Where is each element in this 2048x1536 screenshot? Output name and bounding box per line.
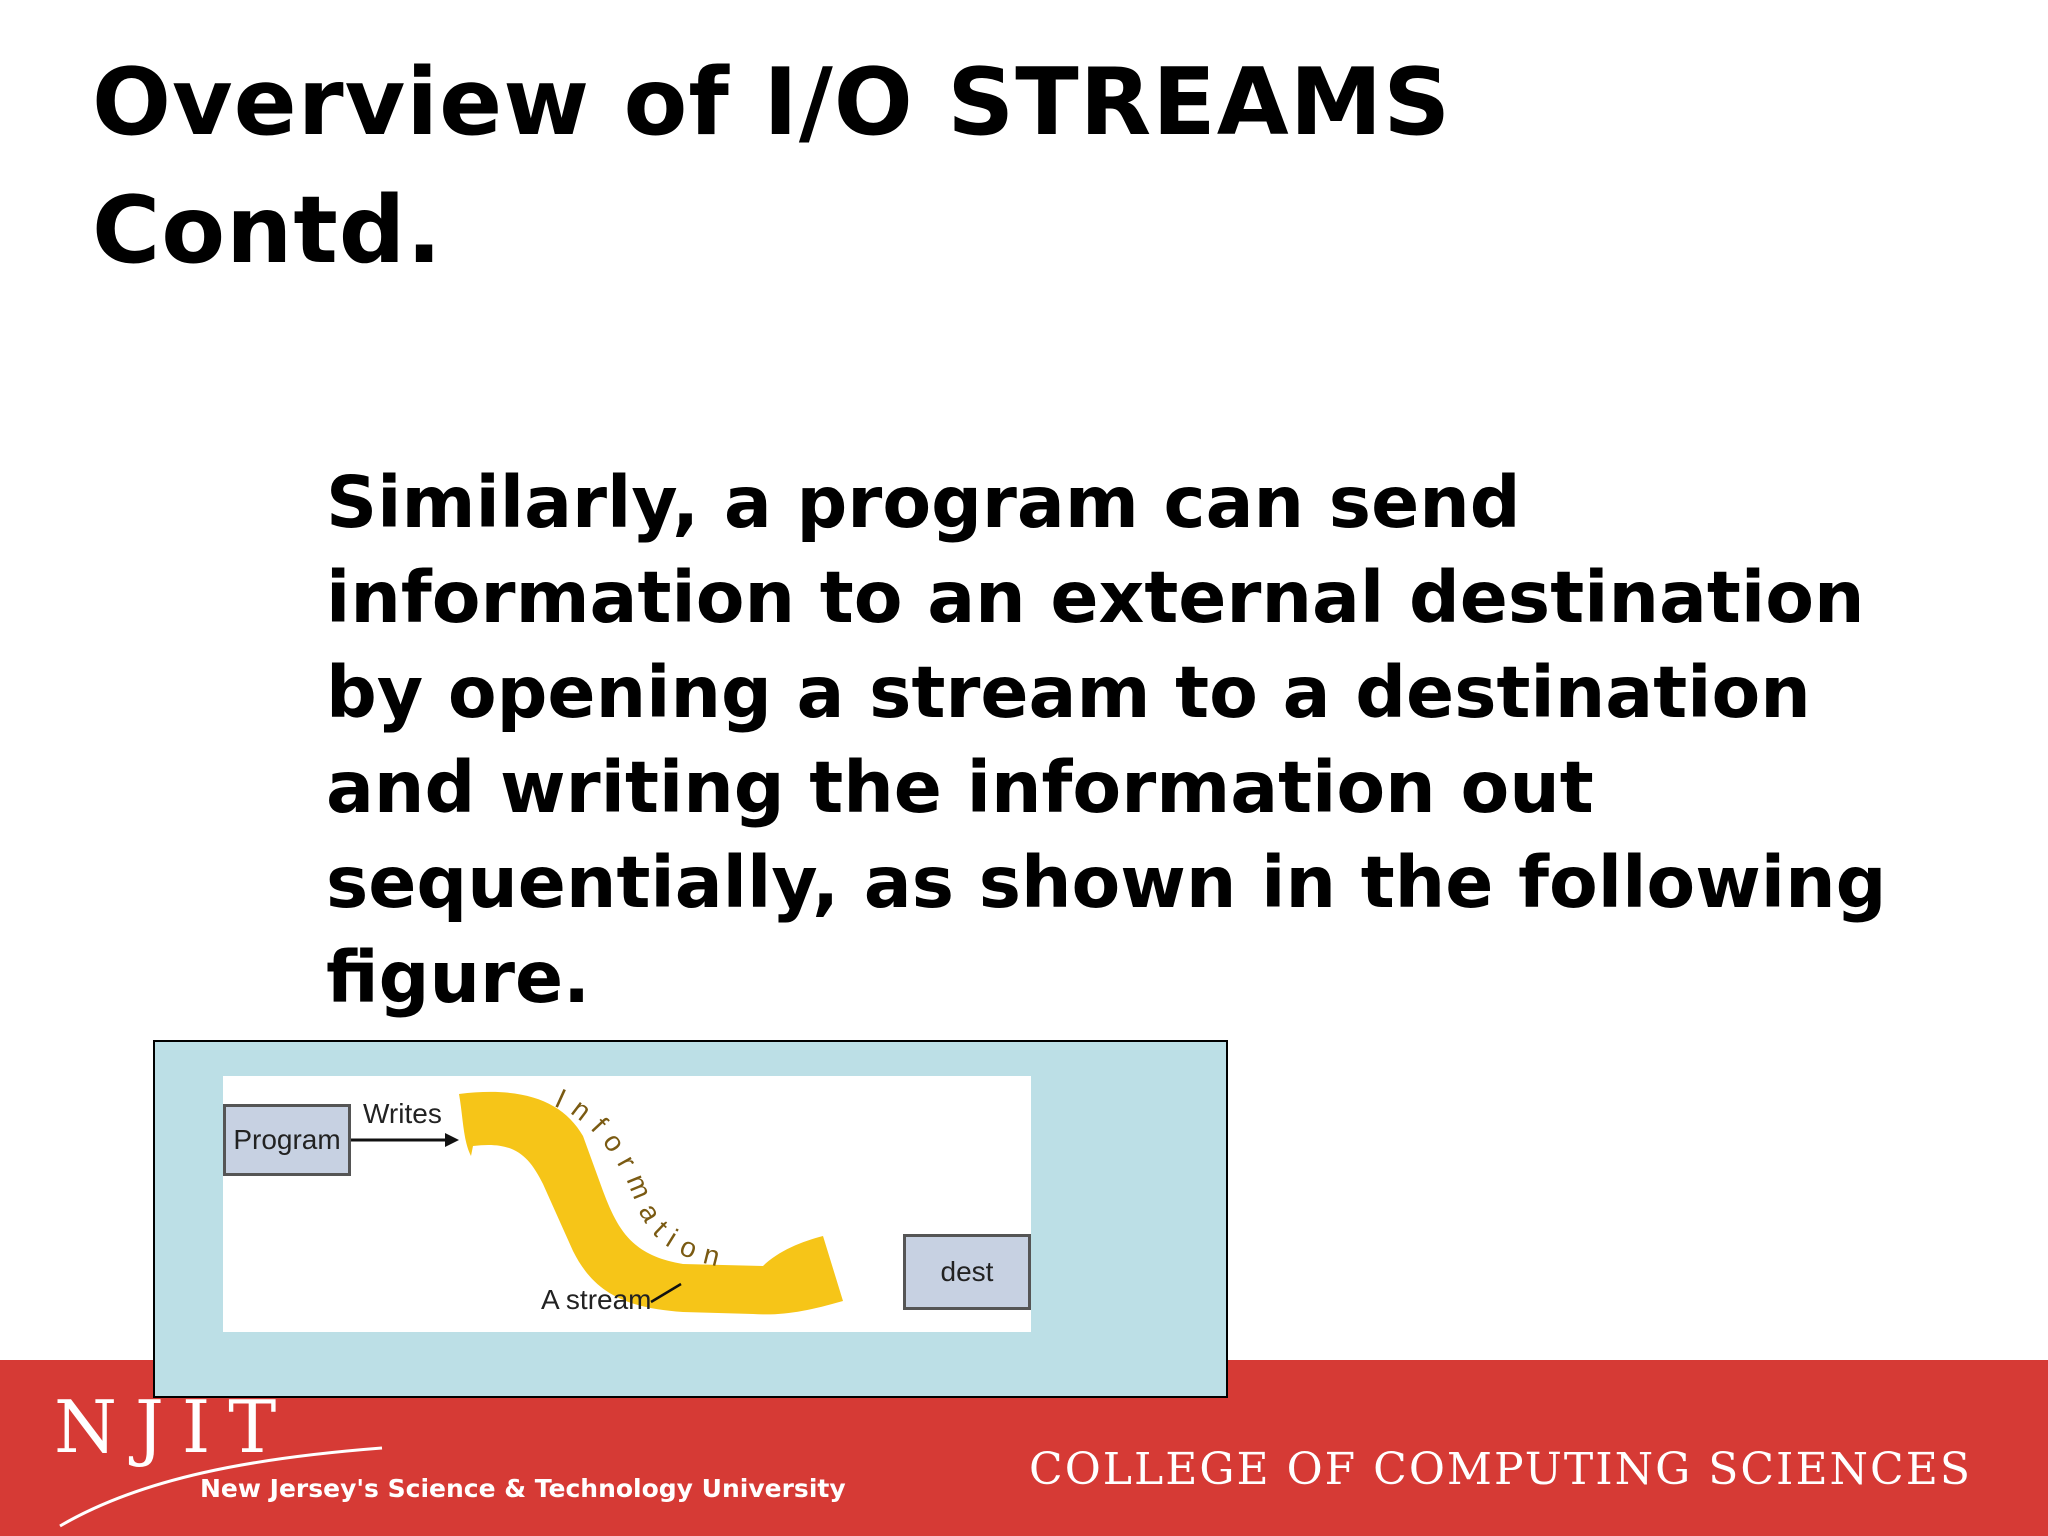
stream-diagram: Information Program Writes A stream dest (223, 1076, 1031, 1332)
body-line: by opening a stream to a destination (326, 651, 1811, 734)
stream-diagram-art: Information (351, 1083, 843, 1315)
njit-tagline: New Jersey's Science & Technology Univer… (200, 1474, 846, 1503)
stream-ribbon (459, 1091, 843, 1315)
body-line: Similarly, a program can send (326, 461, 1521, 544)
writes-arrow-head (445, 1133, 459, 1147)
body-line: sequentially, as shown in the following (326, 841, 1887, 924)
dest-box: dest (903, 1234, 1031, 1310)
writes-label: Writes (363, 1098, 442, 1129)
slide-title-line: Contd. (92, 176, 443, 284)
njit-logo: NJIT (54, 1385, 383, 1528)
program-box: Program (223, 1104, 351, 1176)
figure-frame: Information Program Writes A stream dest (153, 1040, 1228, 1398)
stream-label: A stream (541, 1284, 652, 1315)
slide-title: Overview of I/O STREAMS Contd. (92, 38, 1792, 294)
njit-logo-swoosh (59, 1446, 383, 1528)
slide-title-line: Overview of I/O STREAMS (92, 48, 1452, 156)
college-name: COLLEGE OF COMPUTING SCIENCES (1029, 1444, 1972, 1495)
njit-logo-letters: NJIT (54, 1385, 294, 1469)
stream-label-pointer (650, 1282, 682, 1304)
body-line: and writing the information out (326, 746, 1594, 829)
body-line: figure. (326, 936, 591, 1019)
body-paragraph: Similarly, a program can send informatio… (326, 455, 2016, 1025)
body-line: information to an external destination (326, 556, 1865, 639)
